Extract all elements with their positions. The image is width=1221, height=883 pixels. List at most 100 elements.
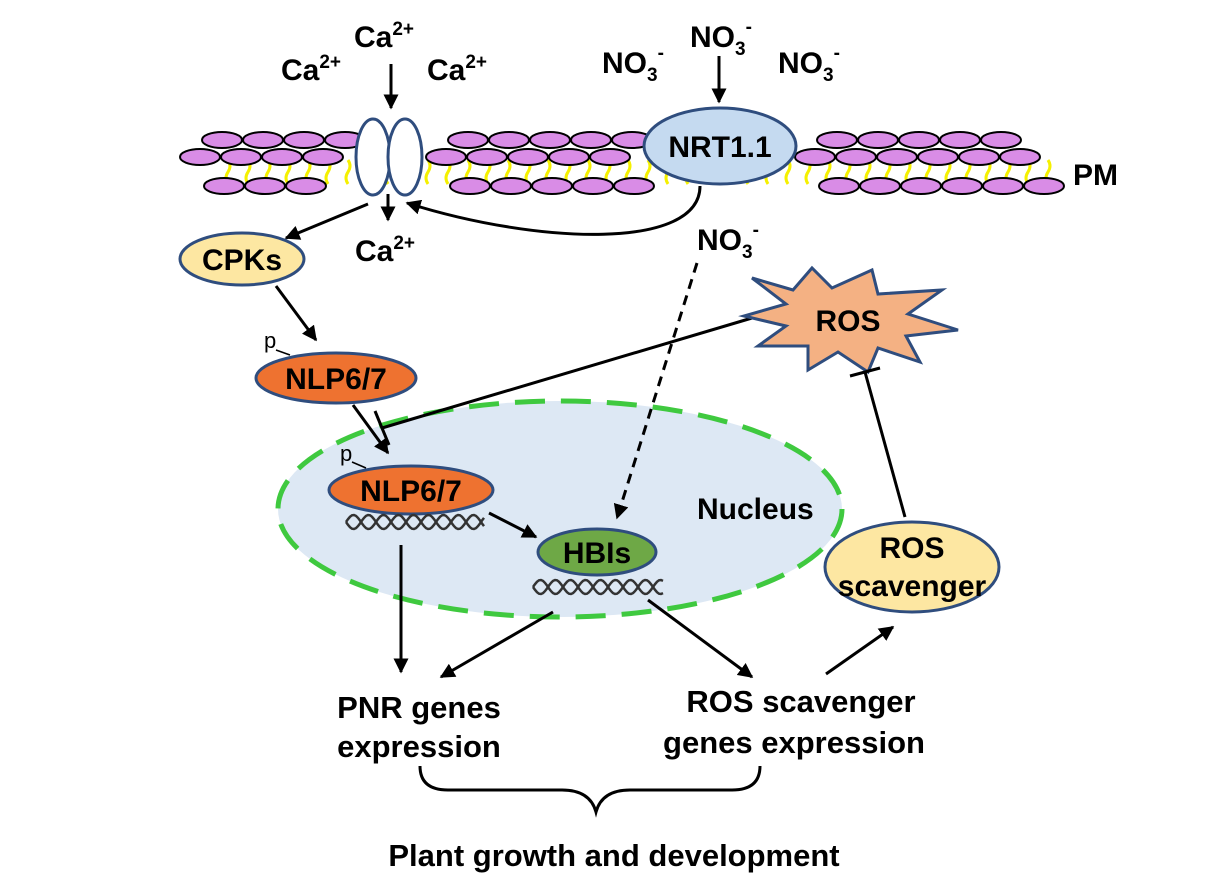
hbis-node <box>536 527 658 577</box>
arrow-nrt-to-channel <box>405 185 702 236</box>
lipid-head <box>898 131 940 149</box>
hbis-label: HBIs <box>563 537 631 570</box>
nlp-cytosolic-label: NLP6/7 <box>285 363 387 396</box>
nlp-nuclear-label: NLP6/7 <box>360 475 462 508</box>
arrow-genes-to-scavenger <box>825 625 895 676</box>
pnr-genes-label-line1: PNR genes <box>337 690 501 725</box>
lipid-head <box>220 148 262 166</box>
grouping-brace <box>418 765 762 818</box>
lipid-heads <box>179 131 1065 195</box>
phospho-link-cyto <box>275 349 291 356</box>
dna-helix-hbi <box>531 578 664 596</box>
ca-ion-inside: Ca2+ <box>355 233 415 268</box>
dna-strand <box>531 578 664 596</box>
lipid-head <box>490 177 532 195</box>
phospho-label-nuclear: p <box>340 441 352 466</box>
lipid-head <box>982 177 1024 195</box>
arrow-nlp-to-hbis <box>488 511 538 539</box>
lipid-head <box>980 131 1022 149</box>
lipid-head <box>203 177 245 195</box>
no3-ion-inside: NO3- <box>697 220 759 263</box>
nlp-cytosolic-node <box>254 351 418 405</box>
lipid-head <box>1023 177 1065 195</box>
lipid-head <box>447 131 489 149</box>
lipid-head <box>876 148 918 166</box>
membrane-label: PM <box>1073 159 1118 192</box>
lipid-head <box>449 177 491 195</box>
lipid-head <box>818 177 860 195</box>
ros-inhibition-bar <box>373 410 391 446</box>
lipid-head <box>285 177 327 195</box>
ros-burst <box>738 265 959 375</box>
ros-inhibition-line <box>381 316 753 430</box>
lipid-head <box>835 148 877 166</box>
outcome-label: Plant growth and development <box>388 838 839 873</box>
dna-strand <box>531 578 664 596</box>
no3-ion-left: NO3- <box>602 43 664 86</box>
ca-ion-top: Ca2+ <box>354 19 414 54</box>
phospho-label-cyto: p <box>264 328 276 353</box>
lipid-head <box>613 177 655 195</box>
lipid-head <box>425 148 467 166</box>
arrow-hbis-to-ros-genes <box>647 598 754 679</box>
lipid-tail <box>344 159 352 185</box>
lipid-head <box>958 148 1000 166</box>
phospho-link-nuclear <box>351 461 367 469</box>
ca-ion-right: Ca2+ <box>427 52 487 87</box>
ros-scavenger-label-line2: scavenger <box>838 570 987 603</box>
lipid-head <box>857 131 899 149</box>
scavenger-inhibition-bar <box>849 366 881 378</box>
arrow-no3-to-hbis <box>613 262 699 520</box>
lipid-head <box>261 148 303 166</box>
dna-helix-nlp <box>344 513 485 531</box>
lipid-head <box>589 148 631 166</box>
ca-ion-left: Ca2+ <box>281 52 341 87</box>
lipid-head <box>507 148 549 166</box>
lipid-head <box>900 177 942 195</box>
nrt1-1-transporter <box>642 106 798 186</box>
lipid-head <box>917 148 959 166</box>
lipid-head <box>531 177 573 195</box>
nrt1-1-label: NRT1.1 <box>668 131 771 164</box>
nucleus <box>275 398 845 620</box>
ros-genes-label-line1: ROS scavenger <box>686 684 915 719</box>
lipid-head <box>466 148 508 166</box>
no3-ion-right: NO3- <box>778 43 840 86</box>
scavenger-inhibition-line <box>863 371 907 518</box>
cpks-node <box>178 231 306 287</box>
nlp-nuclear-node <box>327 464 495 516</box>
lipid-head <box>529 131 571 149</box>
ros-scavenger-node <box>823 520 1001 614</box>
lipid-head <box>548 148 590 166</box>
arrow-cpks-to-nlp <box>274 285 318 342</box>
lipid-head <box>939 131 981 149</box>
lipid-head <box>283 131 325 149</box>
lipid-head <box>488 131 530 149</box>
dna-strand <box>344 513 485 531</box>
lipid-head <box>794 148 836 166</box>
lipid-head <box>302 148 344 166</box>
no3-ion-top: NO3- <box>690 17 752 60</box>
lipid-head <box>816 131 858 149</box>
lipid-head <box>572 177 614 195</box>
ros-label: ROS <box>815 305 880 338</box>
lipid-tail <box>424 159 432 185</box>
lipid-head <box>570 131 612 149</box>
arrow-hbis-to-pnr <box>439 610 554 679</box>
calcium-channel <box>354 117 424 197</box>
lipid-head <box>242 131 284 149</box>
lipid-head <box>244 177 286 195</box>
arrow-ca-to-cpks <box>284 202 369 240</box>
ros-genes-label-line2: genes expression <box>663 725 925 760</box>
lipid-head <box>179 148 221 166</box>
channel-subunit-left <box>354 117 392 197</box>
cpks-label: CPKs <box>202 244 282 277</box>
ros-scavenger-label-line1: ROS <box>879 532 944 565</box>
pnr-genes-label-line2: expression <box>337 729 501 764</box>
lipid-head <box>201 131 243 149</box>
lipid-head <box>999 148 1041 166</box>
dna-strand <box>344 513 485 531</box>
plasma-membrane <box>179 131 1065 195</box>
arrow-nlp-nuclear-import <box>351 404 390 455</box>
